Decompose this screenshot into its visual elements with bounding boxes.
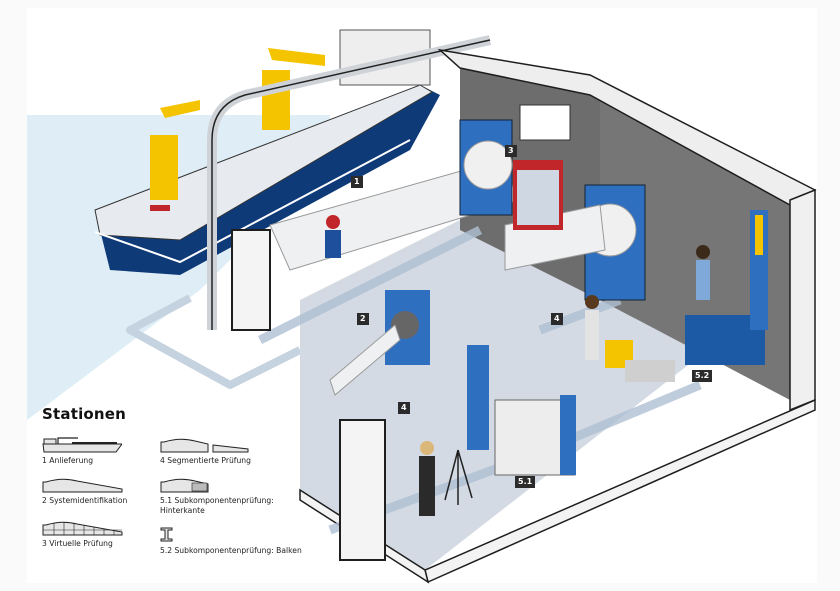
legend-item-1: 1 Anlieferung [42,437,172,466]
blade-trailing-edge-icon [160,478,209,493]
station-tag-2: 2 [357,313,369,325]
legend-item-2: 2 Systemidentifikation [42,477,172,506]
legend-item-4: 4 Segmentierte Prüfung [160,437,290,466]
ship [94,29,440,275]
legend-item-5-2: 5.2 Subkomponentenprüfung: Balken [160,527,320,556]
blade-grid-icon [42,521,123,536]
station-tag-4-right: 4 [551,313,563,325]
station-tag-5-1: 5.1 [515,476,536,488]
legend-label: 1 Anlieferung [42,456,94,465]
legend-item-3: 3 Virtuelle Prüfung [42,520,172,549]
roller-door-front [339,419,386,561]
station-tag-1: 1 [351,176,363,188]
right-wall-edge [789,188,816,412]
legend-label: 5.2 Subkomponentenprüfung: Balken [160,546,302,555]
roller-door-side [231,229,271,331]
legend-label: 5.1 Subkomponentenprüfung: Hinterkante [160,496,274,515]
worker-ladder [326,215,340,229]
crane-1 [150,135,178,200]
station-tag-3: 3 [505,145,517,157]
camera-tripod [444,449,473,505]
delivery-path [126,294,302,389]
blade-icon [42,478,123,493]
worker-tablet [420,441,434,455]
legend-item-5-1: 5.1 Subkomponentenprüfung: Hinterkante [160,477,320,516]
worker-board [696,245,710,259]
blade-segments-icon [160,438,249,453]
ship-icon [42,437,122,453]
station-tag-4-left: 4 [398,402,410,414]
legend-label: 3 Virtuelle Prüfung [42,539,113,548]
legend-label: 2 Systemidentifikation [42,496,128,505]
monitor-screen [519,104,571,141]
crane-2 [262,70,290,130]
station-tag-5-2: 5.2 [692,370,713,382]
i-beam-icon [160,527,173,542]
legend-label: 4 Segmentierte Prüfung [160,456,251,465]
legend-title: Stationen [42,405,127,423]
worker-pallet [585,295,599,309]
